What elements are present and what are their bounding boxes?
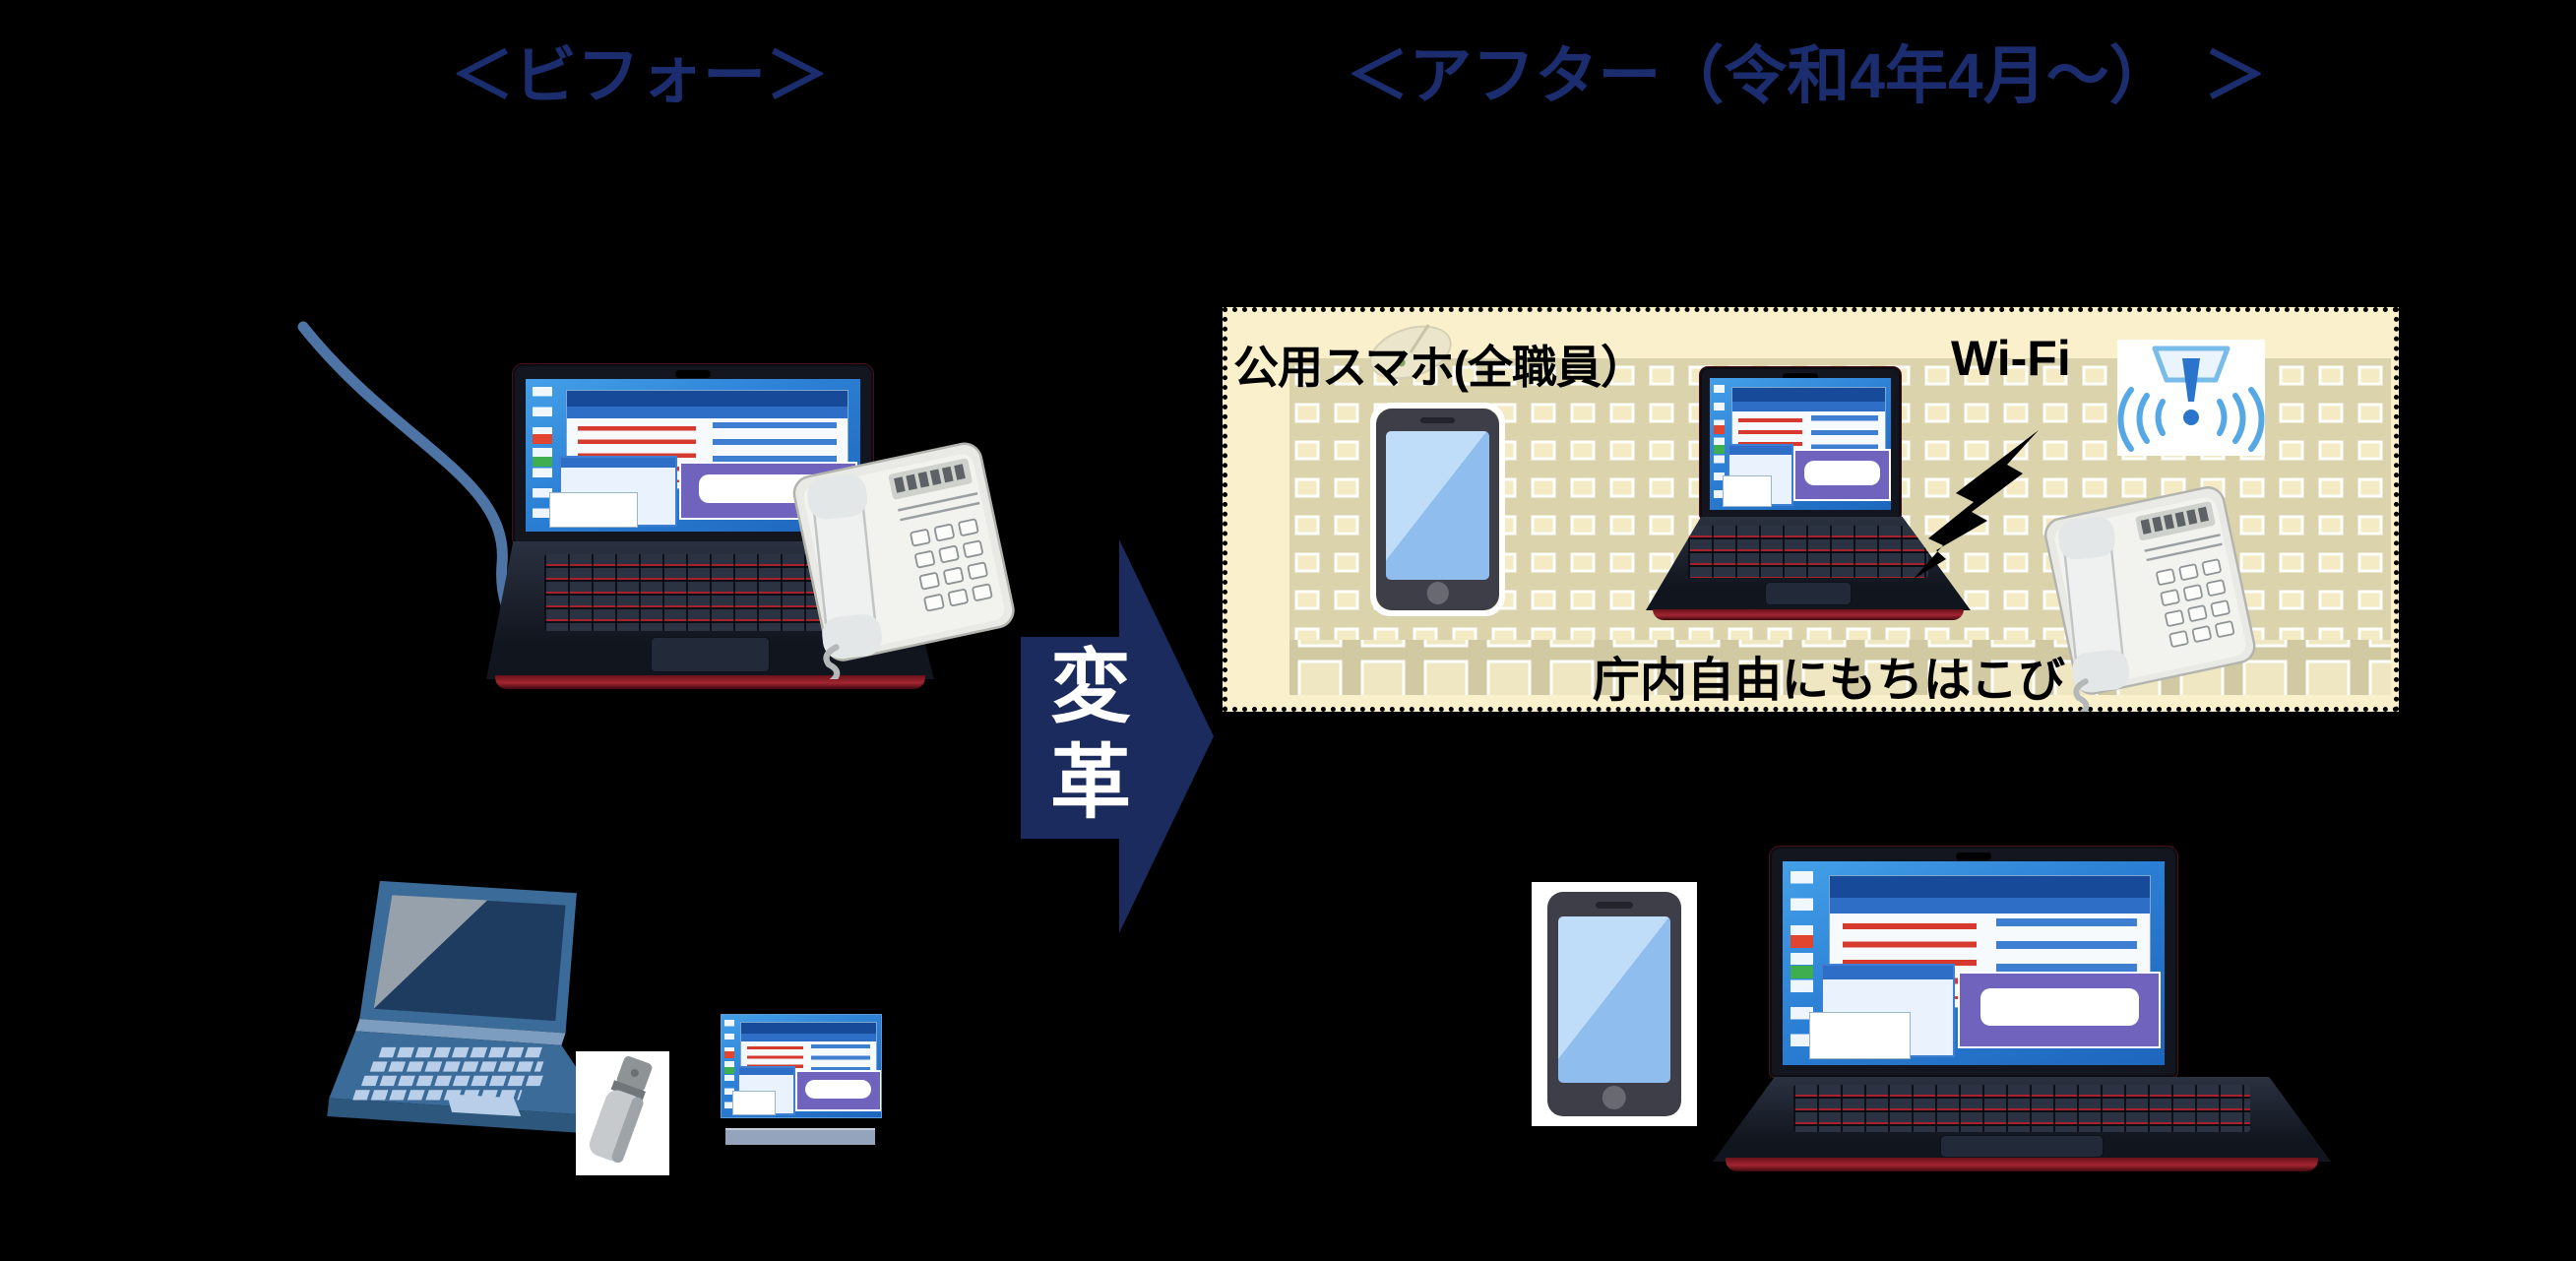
smartphone-icon bbox=[1547, 892, 1681, 1116]
desktop-icon-column bbox=[724, 1020, 734, 1108]
lightning-bolt-icon bbox=[1913, 430, 2039, 580]
laptop-base bbox=[1646, 517, 1971, 620]
desktop-icon-green bbox=[1713, 445, 1725, 455]
screenshot-stand-bar bbox=[725, 1128, 875, 1145]
laptop-base bbox=[1713, 1077, 2331, 1171]
desktop-icon-column bbox=[1713, 384, 1725, 498]
desktop-icon-red bbox=[532, 433, 553, 444]
phone-speaker-slot bbox=[1595, 902, 1634, 910]
phone-home-button bbox=[1426, 582, 1449, 604]
laptop-keyboard-deck bbox=[1713, 1077, 2331, 1162]
browser-toolbar bbox=[741, 1033, 876, 1041]
webcam-icon bbox=[675, 370, 711, 378]
smartphone-label: 公用スマホ(全職員） bbox=[1233, 342, 1646, 393]
desk-phone-icon bbox=[792, 442, 1015, 723]
banner-inner-box bbox=[804, 1079, 872, 1100]
satellite-dish-icon bbox=[1369, 324, 1452, 380]
smartphone-icon bbox=[1376, 409, 1499, 610]
laptop-display bbox=[1783, 861, 2165, 1065]
desktop-icon-red bbox=[724, 1051, 734, 1059]
phone-speaker-slot bbox=[1420, 417, 1455, 424]
laptop-keyboard bbox=[1687, 525, 1929, 578]
laptop-illustration-icon bbox=[327, 880, 609, 1135]
desktop-icon-column bbox=[1790, 871, 1814, 1047]
purple-banner bbox=[794, 1070, 881, 1111]
purple-banner bbox=[1958, 971, 2162, 1049]
purple-banner bbox=[1792, 449, 1891, 501]
desktop-icon-green bbox=[532, 457, 553, 468]
browser-toolbar bbox=[1829, 897, 2151, 914]
official-smartphone bbox=[1370, 403, 1505, 616]
laptop-display bbox=[1710, 378, 1891, 510]
after-bottom-laptop bbox=[1713, 847, 2331, 1173]
after-heading: ＜アフター（令和4年4月～） ＞ bbox=[1346, 40, 2267, 111]
after-laptop bbox=[1646, 369, 1971, 620]
transformation-arrow bbox=[1021, 539, 1214, 933]
webcam-icon bbox=[1783, 373, 1818, 381]
laptop-keyboard bbox=[1792, 1084, 2251, 1132]
desktop-icon-red bbox=[1790, 934, 1814, 948]
banner-inner-box bbox=[1979, 987, 2140, 1027]
browser-titlebar bbox=[566, 390, 848, 407]
before-heading: ＜ビフォー＞ bbox=[451, 40, 829, 111]
browser-toolbar bbox=[566, 406, 848, 418]
desktop-icon-column bbox=[532, 386, 553, 519]
desktop-icon-red bbox=[1713, 425, 1725, 434]
laptop-screen bbox=[1702, 369, 1899, 517]
laptop-trackpad bbox=[1941, 1136, 2103, 1157]
wifi-label: Wi-Fi bbox=[1951, 331, 2071, 386]
browser-toolbar bbox=[1732, 402, 1885, 412]
webcam-icon bbox=[1956, 852, 1991, 860]
small-dialog-window bbox=[548, 491, 639, 528]
laptop-red-edge bbox=[1725, 1158, 2319, 1171]
browser-titlebar bbox=[741, 1023, 876, 1034]
laptop-screen bbox=[515, 366, 871, 541]
after-panel: 公用スマホ(全職員） Wi-Fi 庁内自由にもちはこび bbox=[1223, 307, 2399, 753]
laptop-trackpad bbox=[1766, 582, 1851, 605]
desktop-icon-green bbox=[1790, 965, 1814, 979]
arrow-label: 変革 bbox=[1049, 643, 1131, 828]
after-desk-phone bbox=[2013, 477, 2271, 753]
phone-screen bbox=[1386, 430, 1489, 581]
after-smartphone bbox=[1547, 892, 1681, 1116]
browser-titlebar bbox=[1829, 876, 2151, 898]
phone-home-button bbox=[1602, 1085, 1627, 1110]
small-dialog-window bbox=[732, 1090, 777, 1115]
laptop-trackpad bbox=[652, 638, 769, 671]
banner-inner-box bbox=[1804, 461, 1880, 486]
phone-screen bbox=[1557, 916, 1671, 1083]
laptop-red-edge bbox=[495, 675, 925, 689]
laptop-screen bbox=[1772, 849, 2175, 1075]
before-desk-phone bbox=[760, 433, 1031, 723]
pc-screenshot-icon bbox=[721, 1014, 882, 1118]
browser-titlebar bbox=[1732, 388, 1885, 403]
small-dialog-window bbox=[1722, 475, 1772, 507]
carry-anywhere-label: 庁内自由にもちはこび bbox=[1592, 655, 2065, 707]
small-dialog-window bbox=[1809, 1012, 1912, 1059]
wifi-access-point-icon bbox=[2117, 340, 2265, 456]
usb-memory-icon bbox=[576, 1051, 669, 1175]
laptop-red-edge bbox=[1652, 609, 1965, 620]
desktop-icon-green bbox=[724, 1067, 734, 1074]
desk-phone-icon bbox=[2044, 486, 2256, 753]
smartphone-photo-card bbox=[1532, 882, 1697, 1126]
